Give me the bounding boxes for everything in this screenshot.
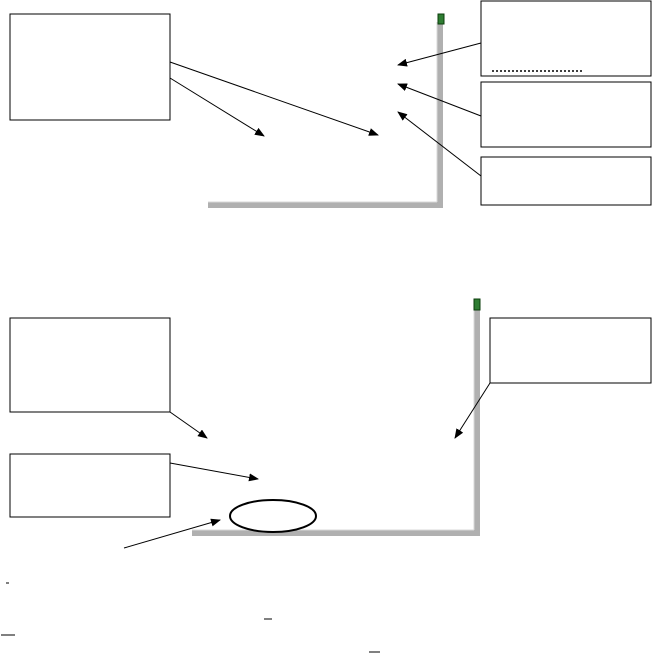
- top-arrow-2: [169, 77, 265, 137]
- top-left-box: [9, 13, 171, 121]
- bottom-left-box-2: [9, 453, 171, 518]
- bottom-panel: [9, 298, 652, 549]
- top-right-box-2: [480, 81, 652, 148]
- top-arrow-4: [397, 83, 482, 117]
- top-right-box-3: [480, 156, 652, 206]
- bottom-arrow-1: [169, 411, 208, 439]
- top-panel: [9, 0, 652, 208]
- top-arrow-1: [169, 61, 379, 136]
- bottom-right-box: [489, 317, 652, 384]
- bottom-ellipse: [229, 499, 317, 533]
- bottom-axis-handle[interactable]: [473, 298, 481, 311]
- top-arrow-5: [397, 111, 482, 177]
- bottom-axis: [192, 308, 480, 536]
- bottom-arrow-3: [454, 382, 491, 439]
- bottom-left-box-1: [9, 317, 171, 413]
- top-right-box-1: [480, 0, 652, 77]
- top-axis: [208, 22, 443, 208]
- top-axis-handle[interactable]: [437, 13, 445, 25]
- stray-marks: [1, 582, 380, 653]
- bottom-arrow-4: [123, 518, 221, 549]
- top-arrow-3: [397, 42, 482, 67]
- bottom-arrow-2: [169, 462, 259, 482]
